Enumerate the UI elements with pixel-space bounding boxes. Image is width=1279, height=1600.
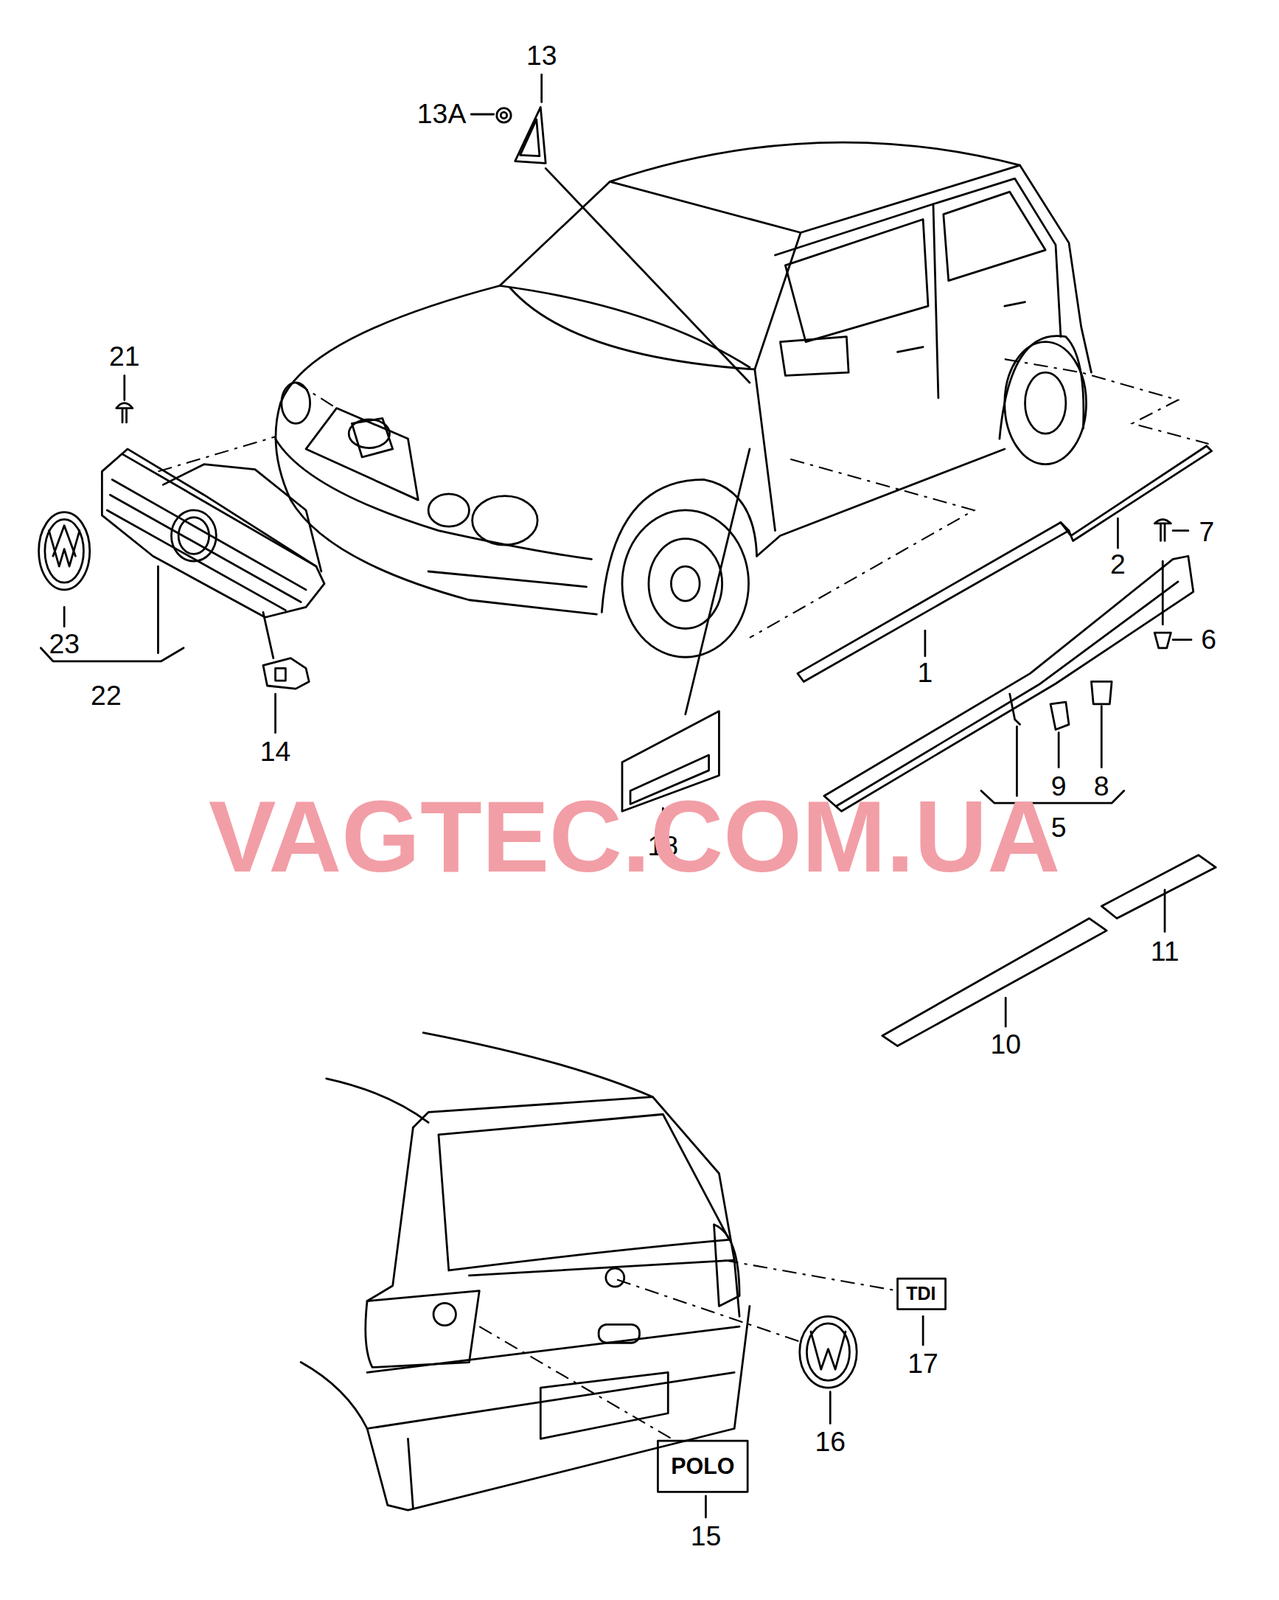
callout-number: 22 [90, 681, 122, 710]
callout-number: 15 [690, 1522, 722, 1550]
callout-number: 8 [1093, 772, 1110, 800]
callout-number: 13A [417, 100, 466, 128]
callout-number: 7 [1198, 518, 1215, 547]
callout-number: 10 [990, 1030, 1021, 1058]
callout-number: 23 [48, 631, 80, 659]
callout-number: 1 [917, 659, 934, 687]
callout-number: 11 [1150, 937, 1180, 965]
badge-text: POLO [670, 1454, 735, 1477]
callout-number: 21 [109, 343, 141, 371]
callout-number: 6 [1200, 625, 1217, 654]
badge-text: TDI [905, 1284, 936, 1303]
callout-number: 2 [1110, 551, 1126, 579]
watermark: VAGTEC.COM.UA [208, 785, 1061, 887]
callout-number: 13 [526, 42, 558, 70]
callout-number: 16 [814, 1428, 846, 1456]
callout-number: 17 [907, 1349, 939, 1378]
callout-number: 14 [260, 737, 292, 766]
